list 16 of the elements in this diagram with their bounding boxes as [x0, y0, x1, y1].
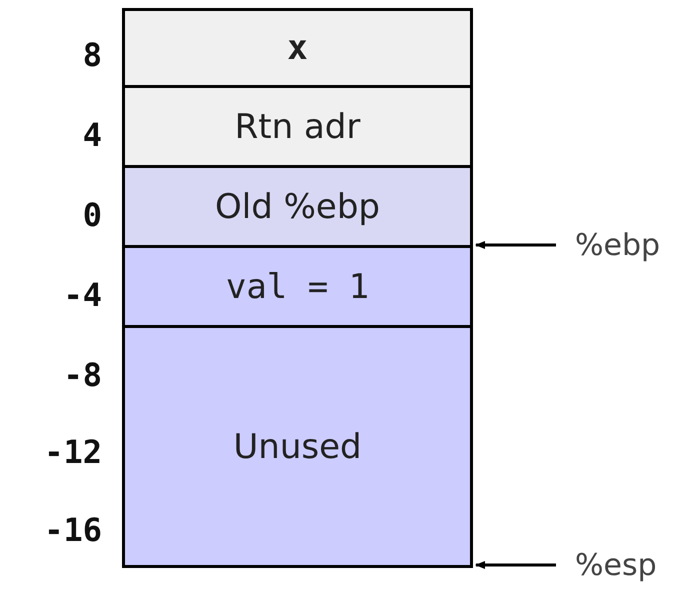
arrow [475, 561, 556, 569]
offset-label: 8 [82, 35, 102, 75]
offset-label: -16 [43, 510, 102, 550]
stack-slot: Rtn adr [122, 88, 473, 168]
register-label: %ebp [575, 228, 660, 264]
offset-label: -12 [43, 432, 102, 472]
stack-slot: x [122, 8, 473, 88]
arrow [475, 241, 556, 249]
stack-slot: Unused [122, 328, 473, 568]
offset-label: 0 [82, 195, 102, 235]
offset-label: -4 [62, 275, 102, 315]
register-label: %esp [575, 548, 657, 584]
stack-slot: val = 1 [122, 248, 473, 328]
offset-label: 4 [82, 115, 102, 155]
offset-label: -8 [62, 355, 102, 395]
stack-slot: Old %ebp [122, 168, 473, 248]
